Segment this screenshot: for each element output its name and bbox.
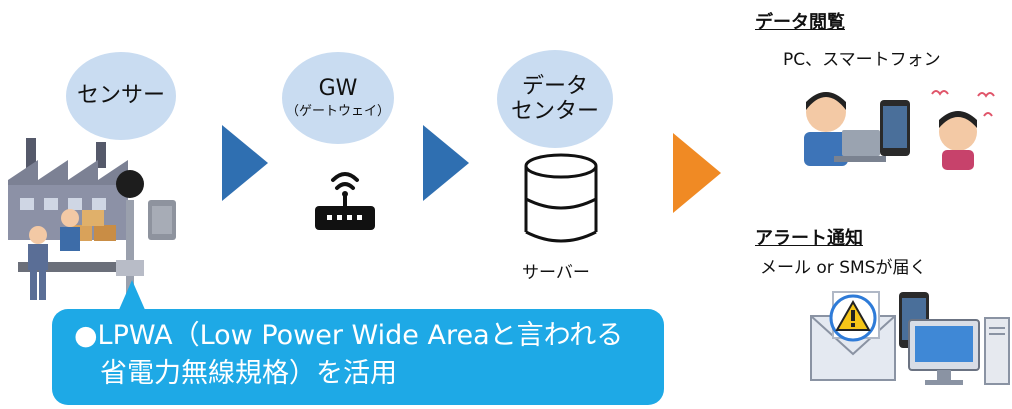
flow-arrow-3 [673, 133, 721, 213]
viewing-title: データ閲覧 [755, 12, 845, 33]
gateway-sublabel: （ゲートウェイ） [285, 104, 390, 120]
sensor-bubble: センサー [66, 52, 176, 140]
factory-illustration [8, 138, 176, 300]
viewing-subtitle: PC、スマートフォン [783, 50, 941, 70]
gateway-label: GW [318, 75, 358, 101]
callout-line-1: ●LPWA（Low Power Wide Areaと言われる [74, 320, 624, 351]
flow-arrow-1 [222, 125, 268, 201]
router-icon [315, 172, 375, 230]
alert-title: アラート通知 [755, 228, 863, 249]
lpwa-callout: ●LPWA（Low Power Wide Areaと言われる 省電力無線規格）を… [52, 309, 664, 405]
server-database-icon [524, 153, 598, 243]
callout-tail [118, 280, 146, 312]
sensor-label: センサー [76, 83, 165, 109]
alert-devices-illustration [810, 291, 1010, 385]
flow-arrow-2 [423, 125, 469, 201]
alert-subtitle: メール or SMSが届く [760, 258, 927, 278]
gateway-bubble: GW （ゲートウェイ） [282, 52, 394, 144]
callout-line-2: 省電力無線規格）を活用 [100, 358, 397, 389]
server-label: サーバー [522, 263, 590, 283]
pc-smartphone-illustration [804, 90, 995, 170]
datacenter-bubble: データ センター [497, 50, 613, 148]
datacenter-label-2: センター [510, 99, 599, 124]
datacenter-label-1: データ [521, 73, 588, 99]
